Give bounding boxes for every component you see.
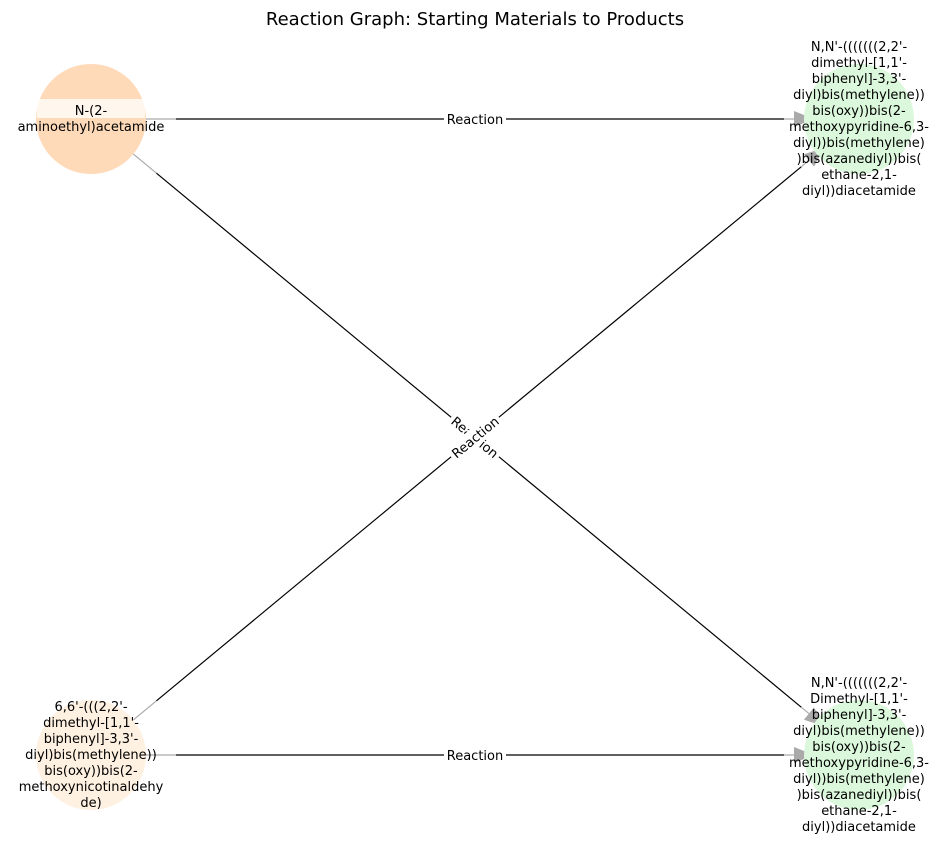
node-circle [36, 700, 146, 810]
node-label-line: methoxypyridine-6,3- [789, 756, 929, 771]
node-label-line: biphenyl]-3,3'- [812, 708, 907, 723]
node-circle [804, 64, 914, 174]
node-label-line: methoxypyridine-6,3- [789, 120, 929, 135]
node-label-line: ethane-2,1- [821, 168, 897, 183]
node-label-line: 6,6'-(((2,2'- [54, 700, 127, 715]
node-label-line: bis(oxy))bis(2- [44, 764, 138, 779]
node-label-line: diyl))bis(methylene) [793, 136, 925, 151]
edge-label-text: Reaction [447, 749, 503, 764]
node-label-line: diyl))diacetamide [802, 820, 916, 835]
edge-label: Reaction [444, 746, 506, 764]
node-label-line: aminoethyl)acetamide [18, 120, 165, 135]
node-label-line: N-(2- [75, 104, 108, 119]
edge-label-background [444, 746, 506, 764]
node-start-a: N-(2-aminoethyl)acetamide [18, 64, 165, 174]
edge-head-segment [800, 706, 810, 715]
edge-tail-segment [132, 700, 157, 721]
edge-label-background [445, 410, 505, 464]
node-label-line: ethane-2,1- [821, 804, 897, 819]
node-label-line: N,N'-(((((((2,2'- [811, 676, 908, 691]
node-label-line: )bis(azanediyl))bis( [797, 788, 922, 803]
node-label-line: diyl)bis(methylene)) [793, 88, 925, 103]
node-label-line: diyl)bis(methylene)) [793, 724, 925, 739]
node-product-b: N,N'-(((((((2,2'-Dimethyl-[1,1'-biphenyl… [789, 676, 929, 835]
node-label-line: diyl))bis(methylene) [793, 772, 925, 787]
node-label-line: diyl)bis(methylene)) [25, 748, 157, 763]
node-label-line: bis(oxy))bis(2- [812, 104, 906, 119]
node-label-line: diyl))diacetamide [802, 184, 916, 199]
node-circle [36, 64, 146, 174]
node-product-a: N,N'-(((((((2,2'-dimethyl-[1,1'-biphenyl… [789, 40, 929, 199]
node-label-line: dimethyl-[1,1'- [43, 716, 139, 731]
node-label-line: dimethyl-[1,1'- [811, 56, 907, 71]
edge-label-text: Reaction [447, 113, 503, 128]
nodes-layer: N-(2-aminoethyl)acetamide6,6'-(((2,2'-di… [18, 40, 930, 835]
node-label-line: )bis(azanediyl))bis( [797, 152, 922, 167]
node-start-b: 6,6'-(((2,2'-dimethyl-[1,1'-biphenyl]-3,… [19, 700, 164, 811]
node-label-line: biphenyl]-3,3'- [44, 732, 139, 747]
node-label-line: bis(oxy))bis(2- [812, 740, 906, 755]
node-label-line: biphenyl]-3,3'- [812, 72, 907, 87]
edge-label-background [444, 110, 506, 128]
node-circle [804, 700, 914, 810]
node-label-band [37, 99, 145, 118]
edge-label: Reaction [444, 110, 506, 128]
node-label-line: N,N'-(((((((2,2'- [811, 40, 908, 55]
edge-head-segment [800, 159, 810, 168]
edge-labels-layer: ReactionReactionReactionReaction [444, 110, 506, 764]
node-label-line: Dimethyl-[1,1'- [810, 692, 908, 707]
edge-tail-segment [132, 153, 157, 174]
node-label-line: methoxynicotinaldehy [19, 780, 164, 795]
node-label-line: de) [80, 796, 101, 811]
graph-title: Reaction Graph: Starting Materials to Pr… [266, 9, 684, 30]
